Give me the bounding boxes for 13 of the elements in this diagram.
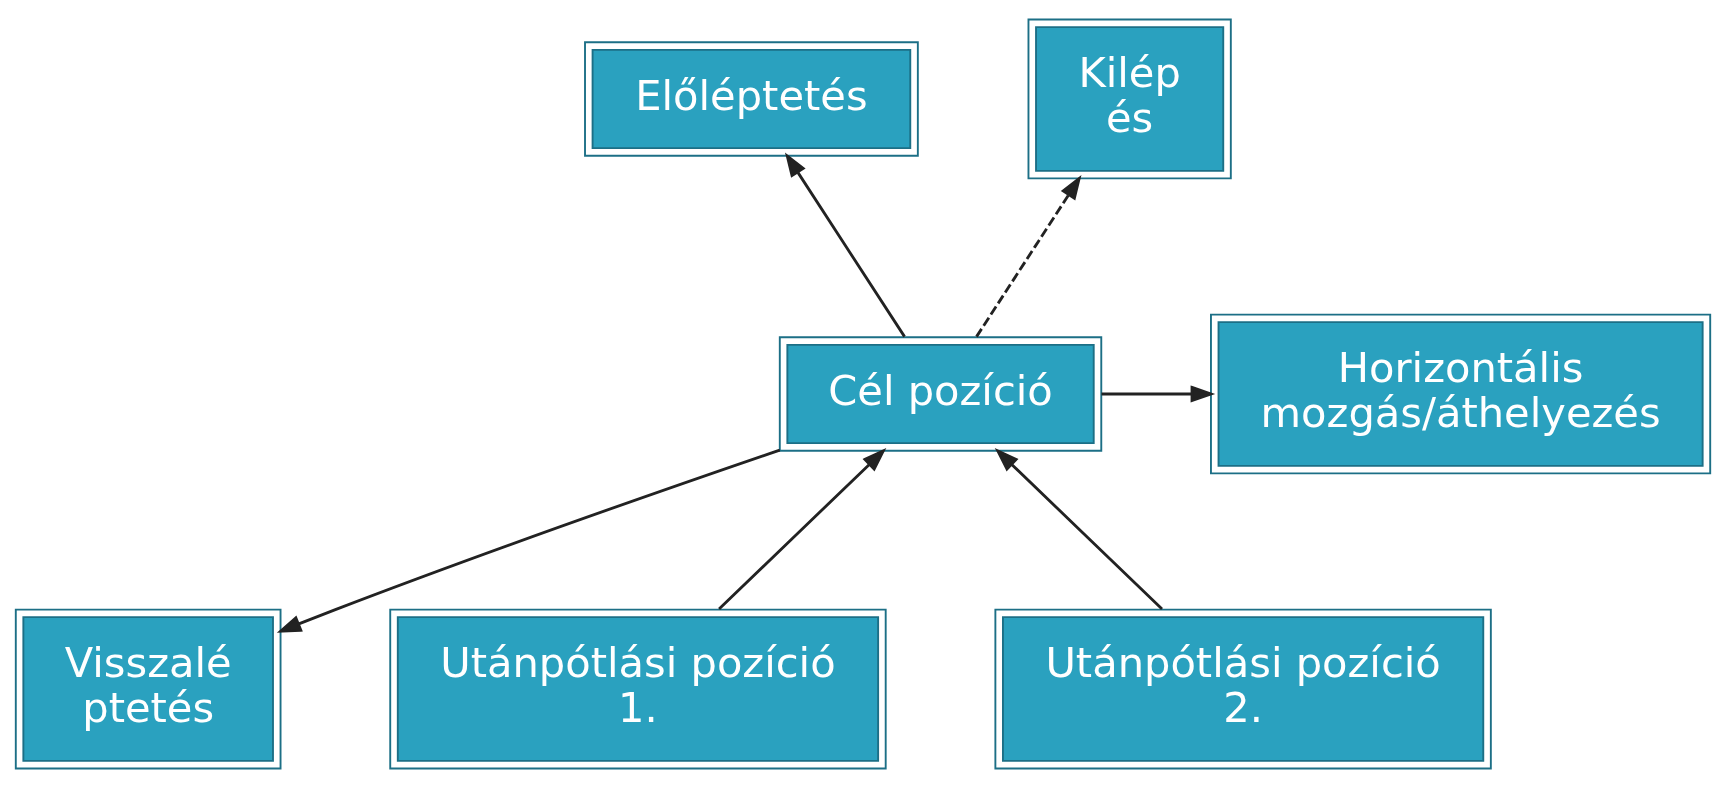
node-box: Horizontális mozgás/áthelyezés [1210,313,1712,475]
node-box: Kilép és [1027,18,1232,180]
node-box: Visszalé ptetés [14,608,282,770]
arrow [1101,385,1216,403]
node-box: Cél pozíció [778,336,1103,452]
node-box: Utánpótlási pozíció 1. [389,608,887,770]
arrow [975,175,1082,338]
arrow [718,448,887,611]
node-box: Előléptetés [584,41,919,157]
arrow [784,152,906,338]
arrow [276,448,781,633]
arrow [994,448,1163,611]
node-box: Utánpótlási pozíció 2. [994,608,1492,770]
